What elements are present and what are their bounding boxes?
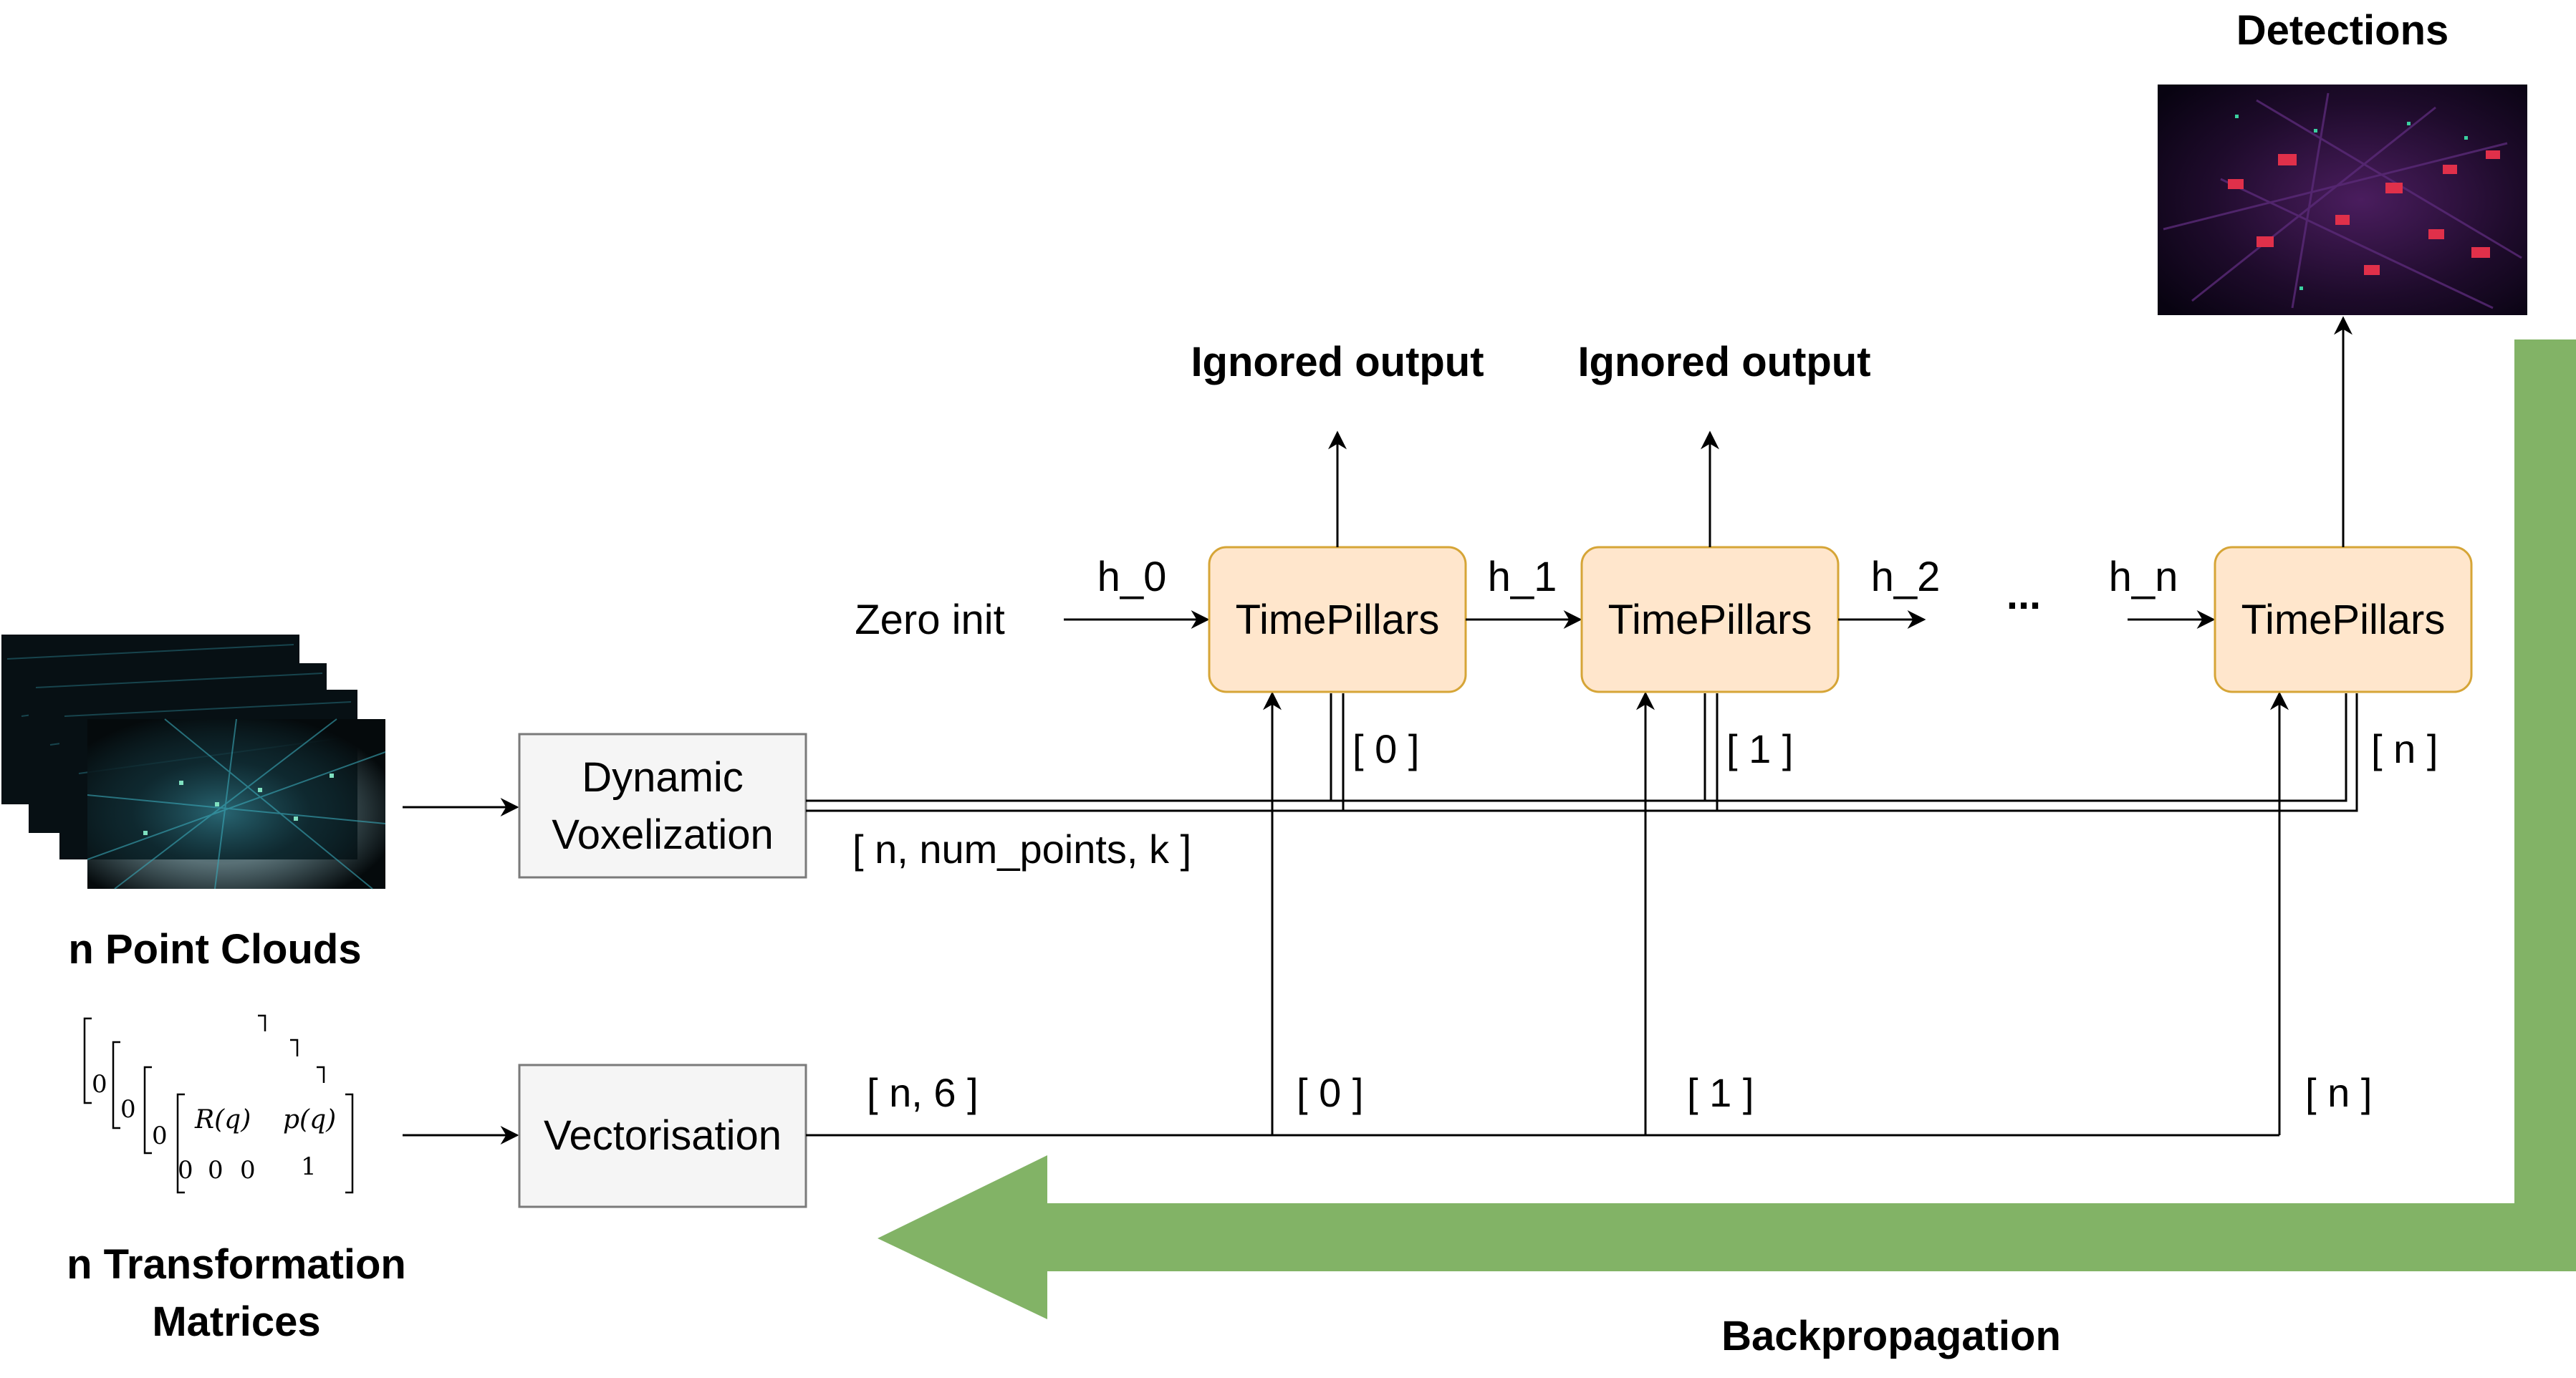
timepillars-label-1: TimePillars (1236, 597, 1440, 643)
timepillars-block-n: TimePillars (2214, 546, 2473, 693)
voxel-feature-bus (806, 693, 2358, 812)
dynamic-voxelization-label-line1: Dynamic (582, 754, 744, 801)
ignored-output-label-2: Ignored output (1577, 339, 1870, 385)
matrix-entry: 0 (120, 1095, 136, 1124)
vector-index-0: [ 0 ] (1297, 1070, 1363, 1115)
voxel-index-0: [ 0 ] (1352, 726, 1419, 771)
point-cloud-stack-icon (1, 635, 386, 890)
timepillars-block-1: TimePillars (1208, 546, 1467, 693)
dynamic-voxelization-box: Dynamic Voxelization (518, 733, 807, 879)
matrix-entries: 0 0 0 R(q) p(q) 0 0 0 1 (92, 1070, 336, 1185)
ignored-output-label-1: Ignored output (1191, 339, 1484, 385)
detections-label: Detections (2236, 7, 2449, 54)
vector-index-1: [ 1 ] (1687, 1070, 1754, 1115)
vector-index-n: [ n ] (2305, 1070, 2372, 1115)
vectorisation-label: Vectorisation (544, 1112, 782, 1159)
timepillars-label-2: TimePillars (1608, 597, 1812, 643)
matrix-entry: 1 (301, 1152, 317, 1181)
h1-label: h_1 (1488, 554, 1557, 600)
matrix-entry: 0 (152, 1122, 168, 1150)
hn-label: h_n (2109, 554, 2178, 600)
matrix-entry: R(q) (194, 1105, 251, 1134)
vector-shape-label: [ n, 6 ] (867, 1070, 979, 1115)
h2-label: h_2 (1871, 554, 1941, 600)
matrix-entry: 0 (208, 1156, 224, 1185)
transformation-matrices-label-line1: n Transformation (67, 1241, 406, 1288)
h0-label: h_0 (1097, 554, 1167, 600)
transformation-matrices-icon (83, 1014, 354, 1194)
detections-image-icon (2158, 85, 2527, 315)
ellipsis: ... (2007, 572, 2041, 618)
vectorisation-box: Vectorisation (518, 1064, 807, 1208)
point-clouds-label: n Point Clouds (68, 926, 361, 973)
voxel-shape-label: [ n, num_points, k ] (852, 827, 1191, 872)
matrix-entry: 0 (178, 1156, 193, 1185)
transformation-matrices-label-line2: Matrices (152, 1298, 320, 1345)
matrix-entry: 0 (92, 1070, 107, 1099)
backpropagation-arrow-icon (878, 339, 2576, 1319)
point-cloud-frame (87, 718, 386, 890)
timepillars-label-n: TimePillars (2241, 597, 2446, 643)
dynamic-voxelization-label-line2: Voxelization (552, 811, 774, 858)
matrix-entry: p(q) (283, 1105, 336, 1134)
zero-init-label: Zero init (855, 597, 1005, 643)
timepillars-block-2: TimePillars (1580, 546, 1840, 693)
backpropagation-label: Backpropagation (1721, 1313, 2061, 1359)
voxel-index-1: [ 1 ] (1726, 726, 1793, 771)
voxel-index-n: [ n ] (2371, 726, 2438, 771)
pose-vector-bus (806, 691, 2289, 1137)
matrix-entry: 0 (240, 1156, 256, 1185)
